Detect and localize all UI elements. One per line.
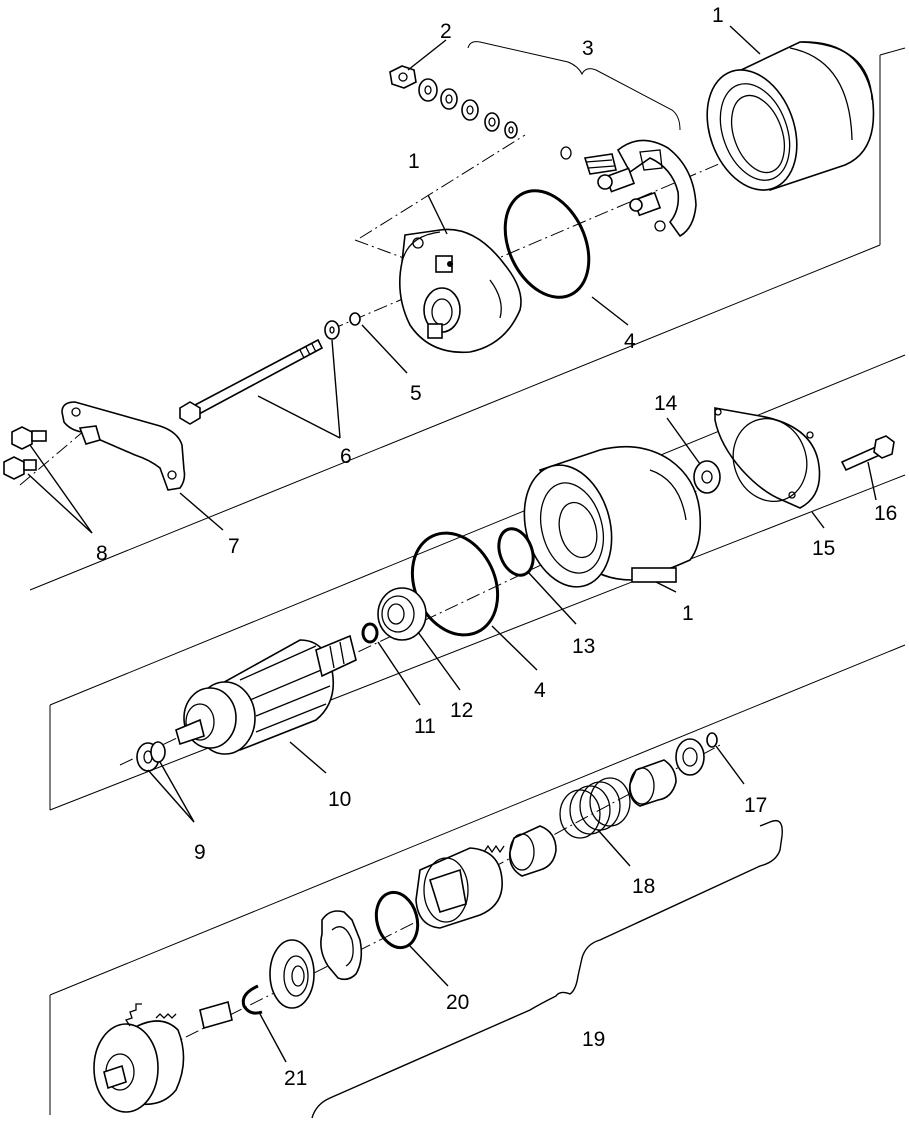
gasket-plate — [714, 407, 821, 509]
callout-13: 13 — [572, 635, 595, 658]
section-frame-lines — [29, 47, 906, 1115]
ring-20 — [374, 890, 420, 950]
callout-labels: 1 2 3 1 4 5 6 7 8 14 16 15 1 13 4 12 11 … — [96, 4, 897, 1090]
callout-1c: 1 — [682, 602, 694, 625]
callout-12: 12 — [450, 699, 473, 722]
clutch-parts — [508, 732, 718, 877]
armature — [175, 634, 357, 755]
washer-14 — [693, 460, 721, 494]
end-cover — [398, 228, 522, 354]
drive-gear-shaft — [93, 1000, 233, 1113]
callout-3: 3 — [582, 37, 594, 60]
callout-11: 11 — [414, 715, 436, 738]
yoke-housing — [706, 41, 875, 191]
pinion-clutch — [415, 844, 505, 929]
callout-21: 21 — [284, 1067, 307, 1090]
callout-4b: 4 — [534, 679, 546, 702]
callout-1a: 1 — [712, 4, 724, 27]
small-washer — [349, 312, 361, 326]
callout-19: 19 — [582, 1028, 605, 1051]
nut-and-washers — [389, 65, 518, 139]
callout-20: 20 — [446, 991, 469, 1014]
callout-15: 15 — [812, 537, 835, 560]
snap-ring-11 — [361, 622, 379, 644]
brush-holder-assembly — [467, 41, 697, 238]
callout-18: 18 — [632, 875, 655, 898]
thrust-collar — [320, 910, 363, 981]
leader-lines — [27, 25, 877, 1119]
thrust-washer — [269, 939, 315, 1009]
callout-2: 2 — [440, 20, 452, 43]
callout-6: 6 — [340, 445, 352, 468]
o-ring-13 — [497, 527, 535, 577]
callout-14: 14 — [654, 392, 678, 415]
callout-10: 10 — [328, 788, 351, 811]
bearing — [377, 587, 427, 641]
snap-ring-21 — [241, 984, 263, 1015]
bracket-bolts — [3, 426, 47, 480]
mounting-bracket — [61, 401, 186, 491]
callout-4a: 4 — [624, 330, 636, 353]
o-ring-top — [503, 189, 591, 299]
callout-16: 16 — [874, 502, 897, 525]
callout-1b: 1 — [408, 150, 420, 173]
callout-9: 9 — [194, 841, 206, 864]
callout-7: 7 — [228, 535, 240, 558]
through-bolt — [179, 320, 340, 425]
bolt-16 — [840, 435, 895, 472]
callout-5: 5 — [410, 382, 422, 405]
drive-housing — [523, 445, 702, 588]
callout-8: 8 — [96, 542, 108, 565]
callout-17: 17 — [744, 794, 767, 817]
